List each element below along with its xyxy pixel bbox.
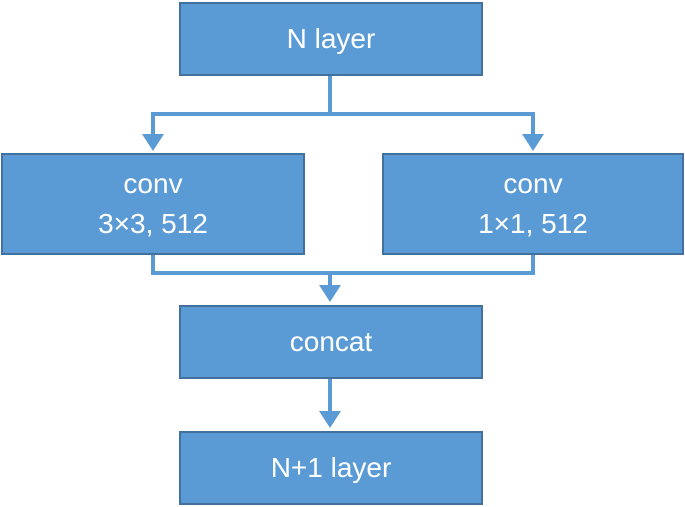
arrowhead-to-concat	[319, 285, 341, 302]
concat-label: concat	[289, 326, 373, 357]
concat-box: concat	[179, 305, 483, 379]
conv-3x3-params: 3×3, 512	[98, 208, 208, 239]
conv-3x3-label: conv	[123, 168, 183, 199]
arrowhead-to-n1-layer	[319, 411, 341, 428]
n-layer-label: N layer	[286, 23, 376, 54]
n-plus-1-layer-label: N+1 layer	[270, 452, 392, 483]
conv-1x1-params: 1×1, 512	[478, 208, 588, 239]
conv-1x1-label: conv	[503, 168, 563, 199]
n-plus-1-layer-box: N+1 layer	[179, 431, 483, 505]
conv-3x3-box: conv 3×3, 512	[1, 153, 305, 255]
n-layer-box: N layer	[179, 2, 483, 76]
arrowhead-to-conv-1x1	[522, 134, 544, 151]
arrowhead-to-conv-3x3	[142, 134, 164, 151]
conv-1x1-box: conv 1×1, 512	[382, 153, 684, 255]
